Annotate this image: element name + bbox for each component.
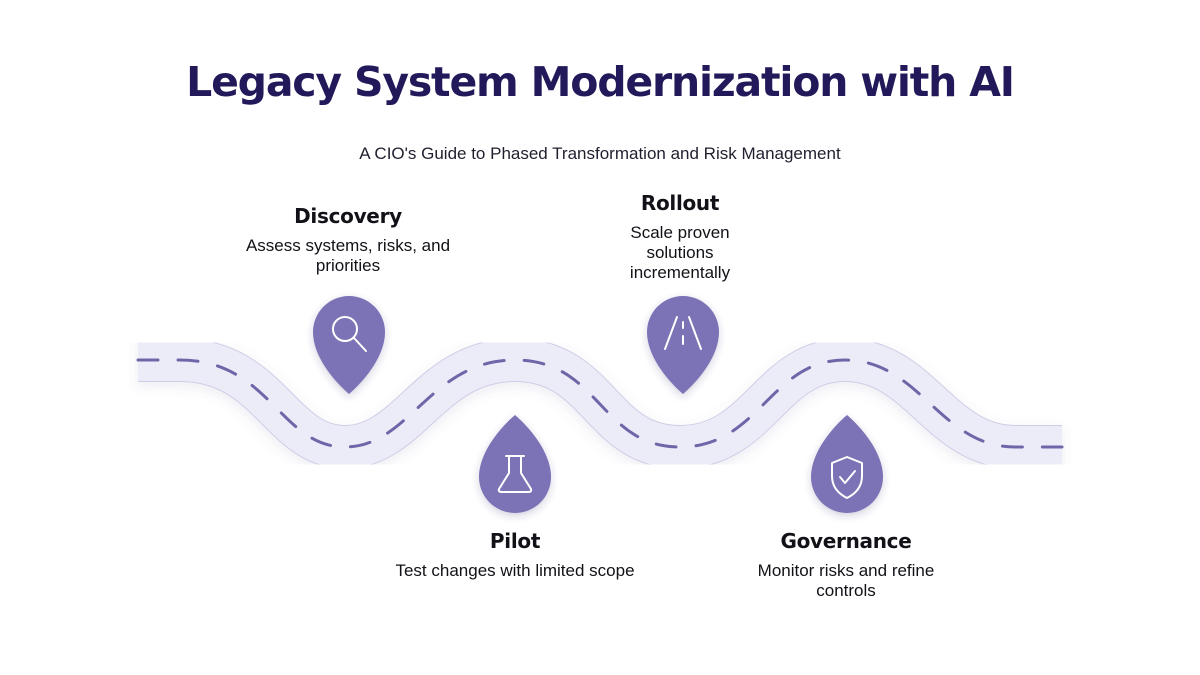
stage-title: Rollout: [640, 191, 720, 215]
pilot-marker: [479, 415, 551, 513]
discovery-marker: [313, 296, 385, 394]
stage-title: Governance: [780, 529, 912, 553]
stage-governance: Governance Monitor risks and refine cont…: [726, 529, 966, 601]
governance-marker: [811, 415, 883, 513]
stage-description: Test changes with limited scope: [395, 561, 635, 580]
stage-discovery: Discovery Assess systems, risks, and pri…: [228, 204, 468, 276]
shield-check-icon: [831, 456, 863, 499]
stage-pilot: Pilot Test changes with limited scope: [395, 529, 635, 581]
stage-description: Monitor risks and refine controls: [757, 561, 935, 600]
stage-description: Assess systems, risks, and priorities: [245, 236, 451, 275]
stage-rollout: Rollout Scale proven solutions increment…: [560, 191, 800, 283]
rollout-marker: [647, 296, 719, 394]
road-icon: [664, 316, 702, 350]
stage-description: Scale proven solutions incrementally: [629, 223, 731, 282]
stage-title: Discovery: [294, 204, 402, 228]
page-title: Legacy System Modernization with AI: [186, 58, 1015, 106]
road-centerline: [136, 358, 1064, 449]
flask-icon: [497, 455, 533, 493]
stage-title: Pilot: [489, 529, 541, 553]
magnifying-glass-icon: [332, 316, 367, 352]
page-subtitle: A CIO's Guide to Phased Transformation a…: [359, 144, 841, 163]
